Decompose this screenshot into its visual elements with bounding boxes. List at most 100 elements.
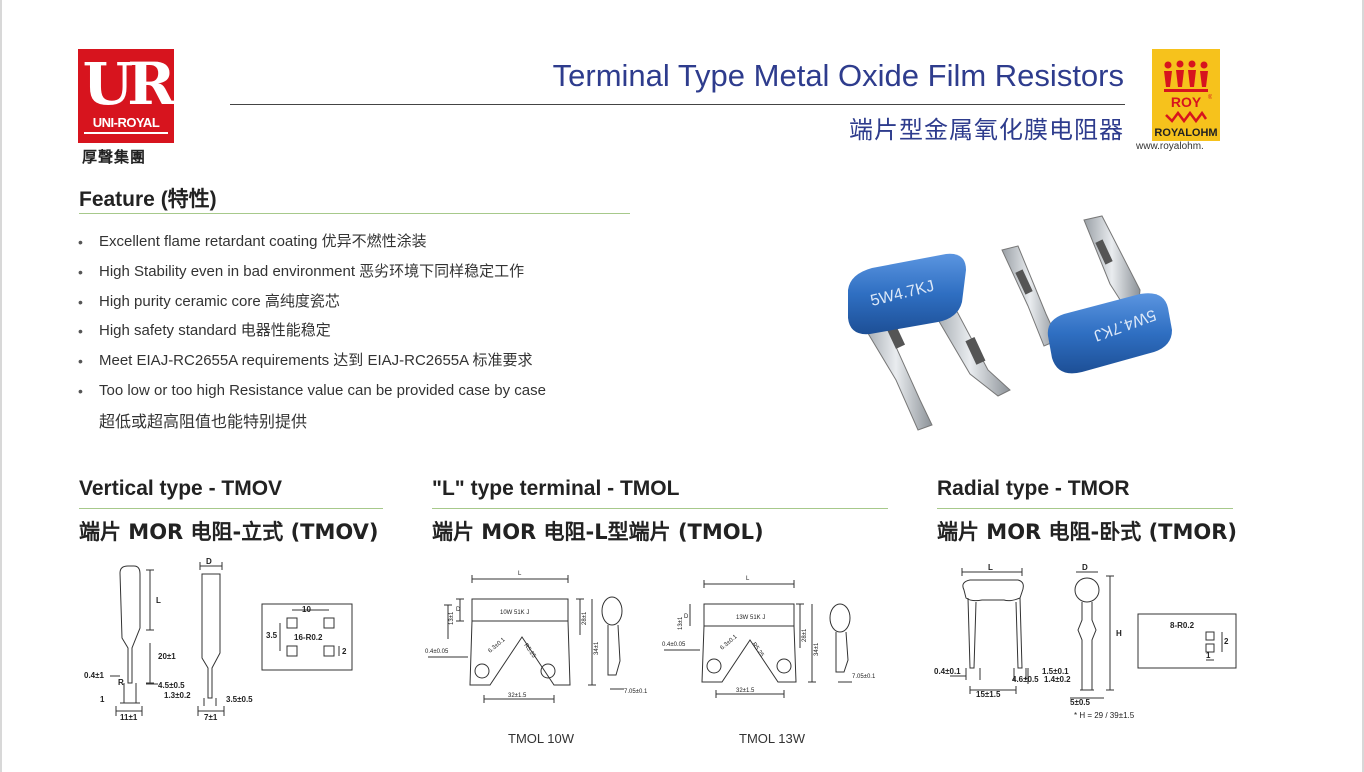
feature-rule — [79, 213, 630, 214]
logo-underline — [84, 132, 168, 134]
bullet-icon: • — [78, 382, 83, 399]
svg-text:L: L — [746, 576, 750, 582]
svg-text:H: H — [1116, 629, 1122, 638]
bullet-icon: • — [78, 234, 83, 250]
list-item: •Meet EIAJ-RC2655A requirements 达到 EIAJ-… — [78, 349, 546, 379]
svg-text:13W 51K J: 13W 51K J — [736, 615, 765, 621]
royalohm-brand: ROYALOHM — [1152, 127, 1220, 141]
logo-chinese-name: 厚聲集團 — [82, 148, 147, 166]
svg-text:1.3±0.2: 1.3±0.2 — [164, 691, 191, 700]
svg-text:20±1: 20±1 — [158, 652, 176, 661]
feature-list: •Excellent flame retardant coating 优异不燃性… — [78, 230, 546, 409]
page-title-cn: 端片型金属氧化膜电阻器 — [849, 116, 1124, 144]
svg-text:L: L — [518, 571, 522, 577]
svg-text:10: 10 — [302, 605, 311, 614]
svg-text:6.3±0.1: 6.3±0.1 — [719, 634, 739, 652]
bullet-icon: • — [78, 293, 83, 310]
svg-text:5±0.5: 5±0.5 — [1070, 698, 1091, 707]
svg-text:0.4±1: 0.4±1 — [84, 671, 105, 680]
svg-text:32±1.5: 32±1.5 — [736, 688, 755, 694]
svg-text:R5.25: R5.25 — [522, 643, 536, 660]
section-title-tmov: Vertical type - TMOV — [79, 477, 283, 500]
svg-text:0.4±0.05: 0.4±0.05 — [662, 642, 686, 648]
tmol-13w-drawing: L D 13W 51K J 0.4±0.05 6.3±0.1 R5.25 28±… — [662, 576, 876, 698]
svg-text:32±1.5: 32±1.5 — [508, 693, 527, 699]
resistor-product-photo: 5W4.7KJ 5W4.7KJ — [848, 215, 1172, 431]
svg-text:1: 1 — [100, 695, 105, 704]
feature-title: Feature (特性) — [79, 188, 217, 211]
royalohm-url: www.royalohm. — [1136, 141, 1204, 152]
svg-text:7.05±0.1: 7.05±0.1 — [852, 674, 876, 680]
bullet-icon: • — [78, 353, 83, 370]
section-title-tmol: "L" type terminal - TMOL — [432, 477, 680, 500]
logo-mark: UR — [82, 50, 176, 118]
svg-text:11±1: 11±1 — [120, 713, 138, 722]
svg-text:L: L — [988, 563, 993, 572]
svg-text:34±1: 34±1 — [594, 641, 600, 655]
svg-text:* H = 29 / 39±1.5: * H = 29 / 39±1.5 — [1074, 711, 1135, 720]
section-subtitle-tmol: 端片 MOR 电阻-L型端片 (TMOL) — [432, 520, 764, 544]
svg-text:2: 2 — [342, 647, 347, 656]
section-rule — [79, 508, 383, 509]
svg-text:13±1: 13±1 — [678, 616, 684, 630]
page-title-en: Terminal Type Metal Oxide Film Resistors — [552, 58, 1124, 93]
section-subtitle-tmor: 端片 MOR 电阻-卧式 (TMOR) — [937, 520, 1238, 544]
svg-text:7.05±0.1: 7.05±0.1 — [624, 689, 648, 695]
svg-text:0.4±0.1: 0.4±0.1 — [934, 667, 961, 676]
logo-brand: UNI-ROYAL — [92, 115, 160, 130]
svg-text:4.6±0.5: 4.6±0.5 — [1012, 675, 1039, 684]
svg-text:1: 1 — [1206, 651, 1211, 660]
emblem-text: ROY — [1171, 94, 1202, 110]
list-item: •Too low or too high Resistance value ca… — [78, 379, 546, 409]
uniroyal-logo: UR UNI-ROYAL — [78, 49, 176, 143]
caption-tmol-10w: TMOL 10W — [508, 731, 574, 746]
resistor-left: 5W4.7KJ — [848, 253, 1011, 431]
list-item: •High purity ceramic core 高纯度瓷芯 — [78, 290, 546, 320]
tmor-dimension-drawing: L D H 0.4±0.1 4.6±0.5 15±1.5 1.5±0.1 1.4… — [934, 563, 1237, 720]
page-left-border — [0, 0, 2, 772]
svg-text:1.5±0.1: 1.5±0.1 — [1042, 667, 1069, 676]
svg-text:6.3±0.1: 6.3±0.1 — [487, 637, 507, 655]
svg-text:13±1: 13±1 — [449, 611, 455, 625]
svg-text:28±1: 28±1 — [802, 628, 808, 642]
svg-text:28±1: 28±1 — [582, 611, 588, 625]
list-item: •High safety standard 电器性能稳定 — [78, 319, 546, 349]
list-item: •High Stability even in bad environment … — [78, 260, 546, 290]
svg-text:3.5: 3.5 — [266, 631, 278, 640]
svg-text:15±1.5: 15±1.5 — [976, 690, 1001, 699]
page-right-border — [1362, 0, 1364, 772]
bullet-icon: • — [78, 323, 83, 340]
svg-text:10W 51K J: 10W 51K J — [500, 610, 529, 616]
section-subtitle-tmov: 端片 MOR 电阻-立式 (TMOV) — [79, 520, 379, 544]
svg-text:34±1: 34±1 — [814, 642, 820, 656]
caption-tmol-13w: TMOL 13W — [739, 731, 805, 746]
svg-text:D: D — [456, 607, 461, 613]
tmol-10w-drawing: L D 10W 51K J 0.4±0.05 6.3±0.1 R5.25 28±… — [425, 571, 648, 703]
svg-text:16-R0.2: 16-R0.2 — [294, 633, 323, 642]
svg-text:3.5±0.5: 3.5±0.5 — [226, 695, 253, 704]
svg-text:0.4±0.05: 0.4±0.05 — [425, 649, 449, 655]
section-rule — [937, 508, 1233, 509]
svg-text:8-R0.2: 8-R0.2 — [1170, 621, 1195, 630]
svg-text:R5.25: R5.25 — [750, 642, 764, 659]
section-rule — [432, 508, 888, 509]
svg-text:D: D — [684, 614, 689, 620]
resistor-right: 5W4.7KJ — [1001, 215, 1172, 374]
tmov-dimension-drawing: L 20±1 0.4±1 R 4.5±0.5 1.3±0.2 1 11±1 D … — [84, 558, 353, 722]
svg-text:2: 2 — [1224, 637, 1229, 646]
list-item: •Excellent flame retardant coating 优异不燃性… — [78, 230, 546, 260]
svg-text:L: L — [156, 596, 161, 605]
section-title-tmor: Radial type - TMOR — [937, 477, 1130, 500]
title-rule — [230, 104, 1125, 105]
feature-item-continuation: 超低或超高阻值也能特别提供 — [99, 412, 308, 431]
svg-text:R: R — [118, 678, 124, 687]
svg-text:1.4±0.2: 1.4±0.2 — [1044, 675, 1071, 684]
bullet-icon: • — [78, 263, 83, 280]
svg-text:D: D — [206, 558, 212, 566]
svg-text:4.5±0.5: 4.5±0.5 — [158, 681, 185, 690]
royalohm-logo: ROY ® ROYALOHM — [1152, 49, 1220, 141]
svg-text:7±1: 7±1 — [204, 713, 218, 722]
svg-text:®: ® — [1208, 94, 1212, 101]
svg-text:D: D — [1082, 563, 1088, 572]
crown-emblem-icon: ROY ® — [1164, 60, 1212, 124]
